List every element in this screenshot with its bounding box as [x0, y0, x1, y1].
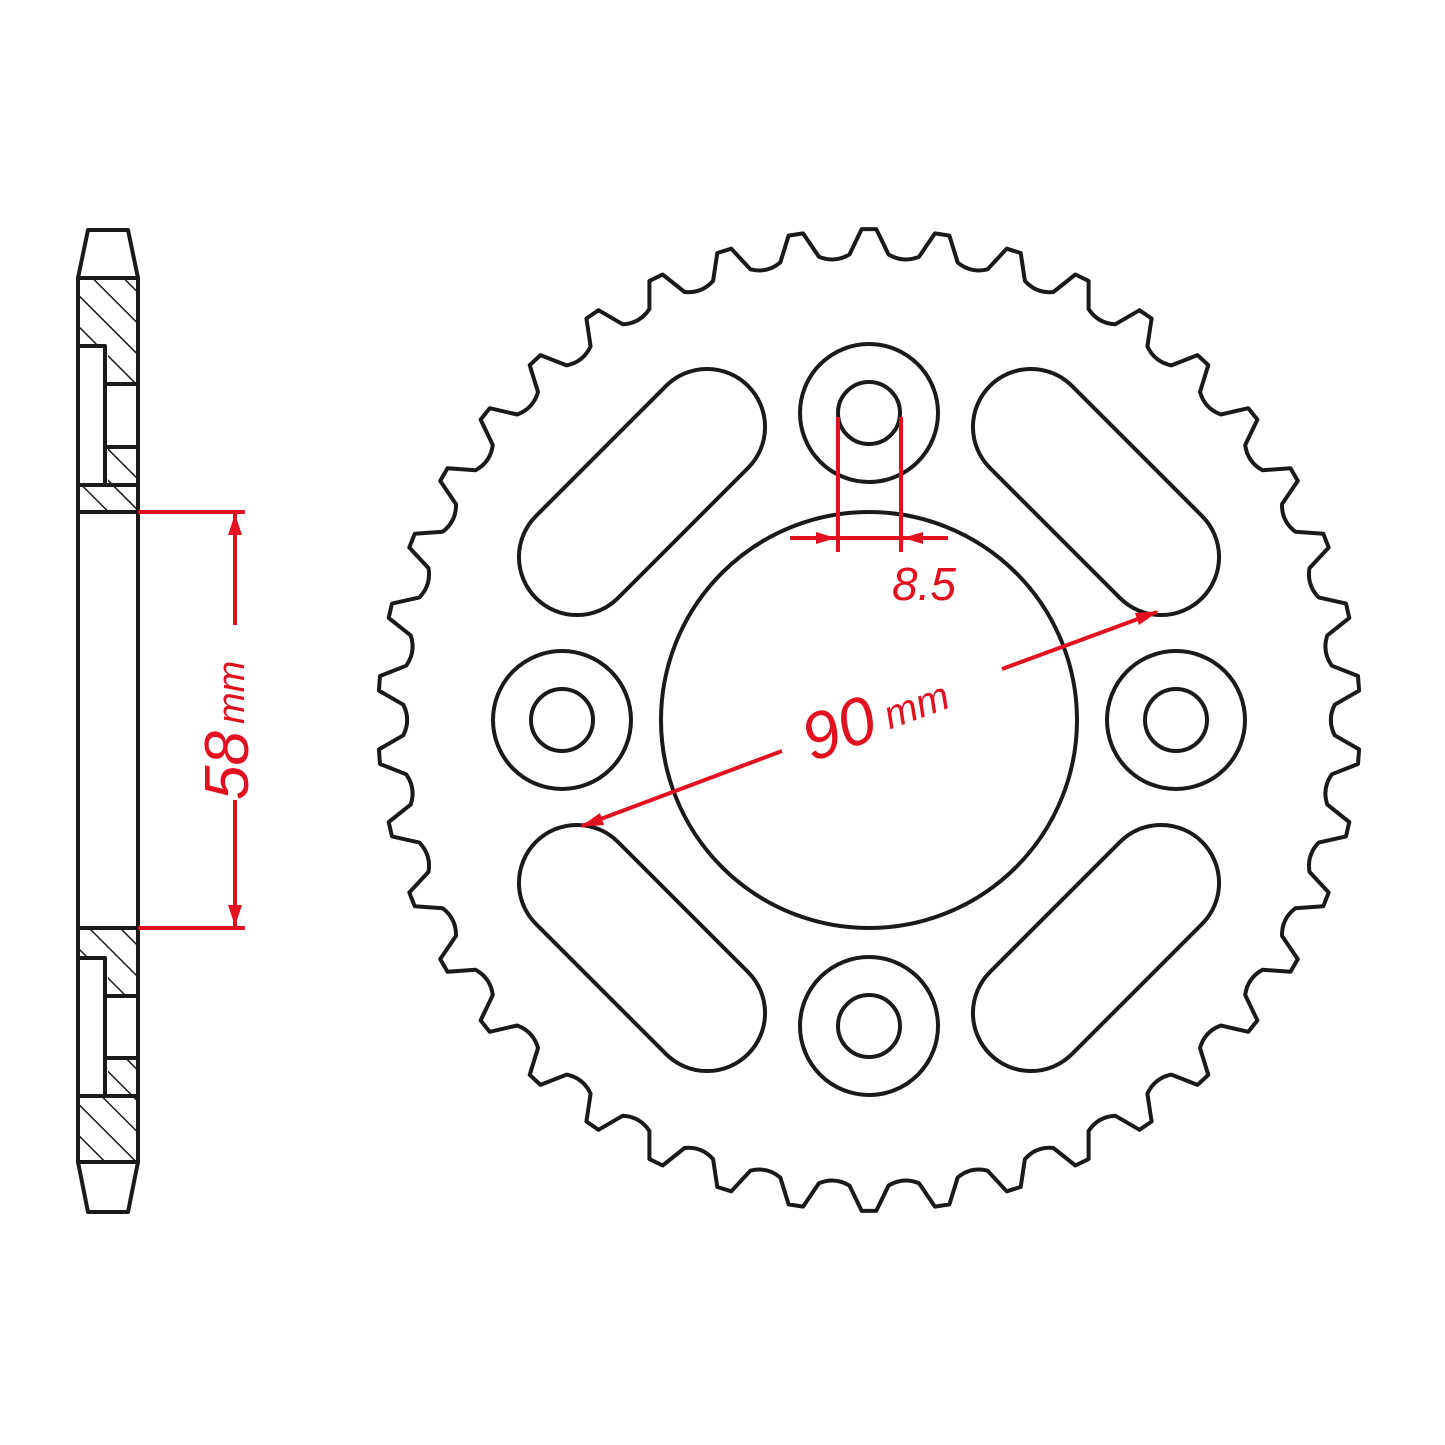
- side-tooth-top: [76, 228, 140, 280]
- bore-dimension: 58 mm: [138, 510, 262, 930]
- hole-dimension: 8.5: [790, 417, 956, 610]
- pcd-dimension: 90 mm: [580, 610, 1159, 828]
- bore-unit: mm: [211, 661, 253, 724]
- pcd-value: 90: [791, 680, 886, 775]
- front-view: [376, 227, 1362, 1213]
- center-bore: [659, 510, 1079, 930]
- sprocket-teeth-outline: [376, 227, 1362, 1213]
- hatch-region: [80, 280, 136, 346]
- side-section-lines: [78, 344, 138, 1098]
- hatch-region: [80, 1096, 136, 1162]
- hole-value: 8.5: [892, 558, 956, 610]
- bore-value: 58: [193, 731, 262, 800]
- hatch-region: [80, 485, 136, 512]
- hatch-region: [108, 958, 136, 996]
- side-body: [76, 276, 140, 1164]
- bolt-hole-left: [491, 649, 633, 791]
- bolt-hole-right: [1105, 649, 1247, 791]
- pcd-unit: mm: [878, 674, 956, 738]
- side-tooth-bottom: [76, 1160, 140, 1214]
- hatch-region: [108, 346, 136, 384]
- hatch-region: [80, 928, 136, 958]
- lightening-slot: [516, 366, 768, 618]
- lightening-slot: [970, 822, 1222, 1074]
- bolt-hole-bottom: [798, 955, 940, 1097]
- hatch-region: [108, 447, 136, 485]
- side-view: [76, 228, 140, 1214]
- hatch-region: [108, 1058, 136, 1096]
- bolt-hole-top: [798, 342, 940, 484]
